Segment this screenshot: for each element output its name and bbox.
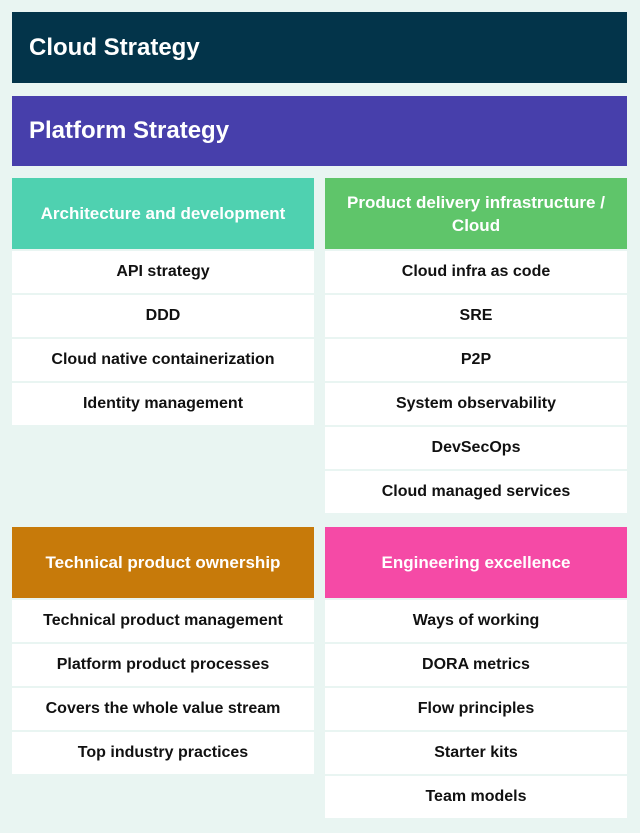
list-item: API strategy [12,251,314,293]
item-list: Technical product management Platform pr… [12,600,314,774]
item-list: Ways of working DORA metrics Flow princi… [325,600,627,818]
platform-strategy-banner: Platform Strategy [12,96,627,166]
section-header: Engineering excellence [325,527,627,598]
list-item: Technical product management [12,600,314,642]
list-item: DORA metrics [325,644,627,686]
list-item: Cloud managed services [325,471,627,513]
list-item: P2P [325,339,627,381]
cloud-strategy-banner: Cloud Strategy [12,12,627,83]
section-product-delivery-infrastructure: Product delivery infrastructure / Cloud … [325,178,627,513]
list-item: Covers the whole value stream [12,688,314,730]
list-item: DevSecOps [325,427,627,469]
list-item: System observability [325,383,627,425]
list-item: Cloud native containerization [12,339,314,381]
list-item: Top industry practices [12,732,314,774]
list-item: Platform product processes [12,644,314,686]
section-technical-product-ownership: Technical product ownership Technical pr… [12,527,314,774]
section-header: Product delivery infrastructure / Cloud [325,178,627,249]
item-list: API strategy DDD Cloud native containeri… [12,251,314,425]
list-item: DDD [12,295,314,337]
list-item: Identity management [12,383,314,425]
item-list: Cloud infra as code SRE P2P System obser… [325,251,627,513]
list-item: Starter kits [325,732,627,774]
list-item: Ways of working [325,600,627,642]
section-header: Technical product ownership [12,527,314,598]
list-item: Cloud infra as code [325,251,627,293]
list-item: Flow principles [325,688,627,730]
section-header: Architecture and development [12,178,314,249]
section-architecture-development: Architecture and development API strateg… [12,178,314,425]
list-item: Team models [325,776,627,818]
section-engineering-excellence: Engineering excellence Ways of working D… [325,527,627,818]
list-item: SRE [325,295,627,337]
